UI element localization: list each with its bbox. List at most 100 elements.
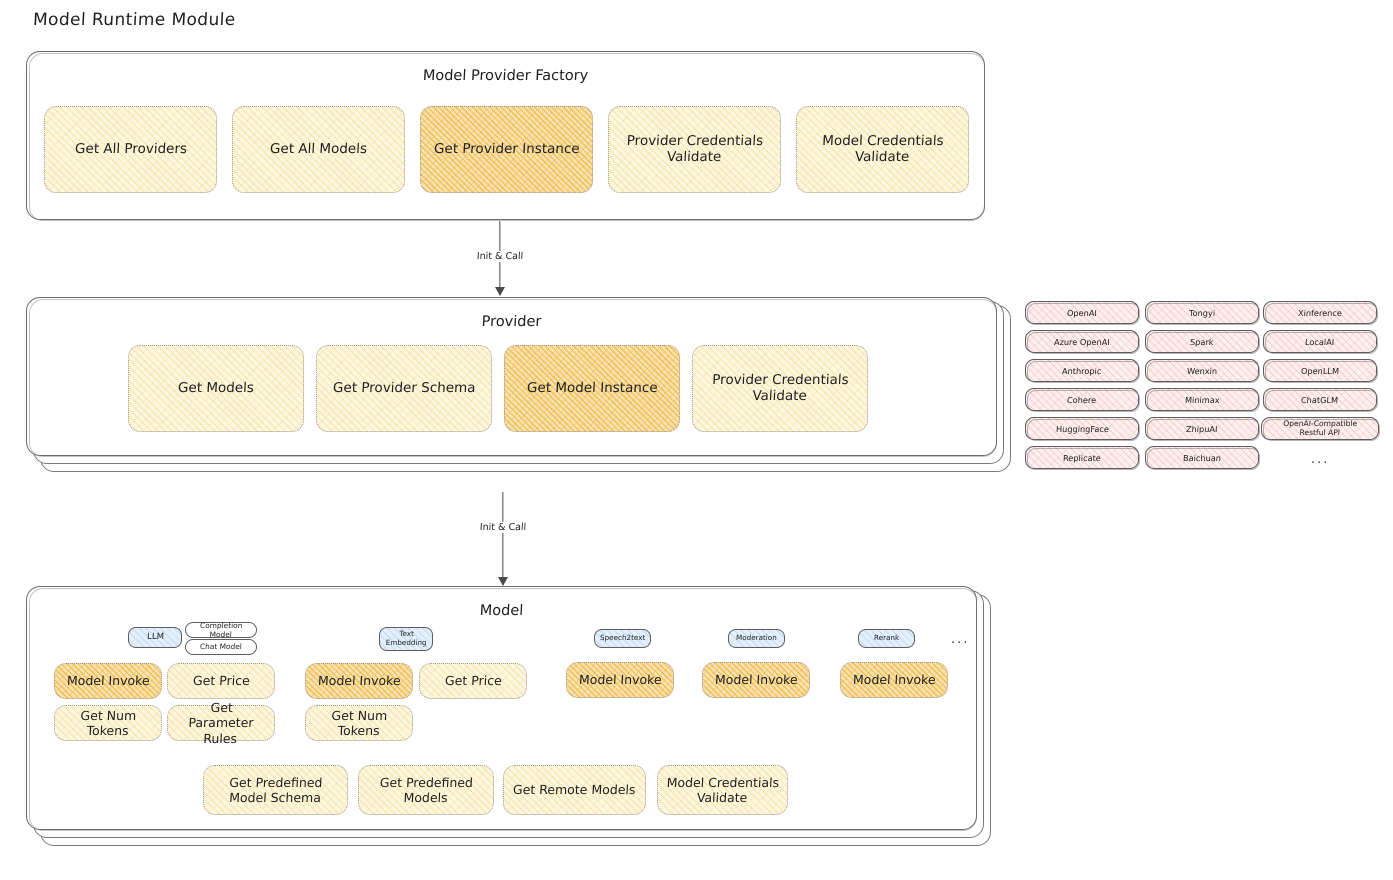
node-text-embedding-get-price[interactable]: Get Price: [419, 663, 527, 699]
provider-chip-label: HuggingFace: [1055, 423, 1109, 434]
node-label: Get Num Tokens: [80, 707, 137, 738]
provider-chip-label: OpenLLM: [1300, 365, 1340, 376]
node-label: Get Provider Schema: [332, 380, 476, 397]
model-type-tag-llm[interactable]: LLM: [128, 627, 182, 648]
provider-chip-wenxin[interactable]: Wenxin: [1145, 359, 1260, 383]
arrow-head-icon: [498, 577, 508, 586]
node-label: Model Invoke: [317, 673, 401, 689]
provider-chip-openai-compatible-restful-api[interactable]: OpenAI-Compatible Restful API: [1261, 417, 1380, 441]
provider-chip-openllm[interactable]: OpenLLM: [1263, 359, 1378, 383]
provider-chip-cohere[interactable]: Cohere: [1025, 388, 1140, 412]
subtag-label: Completion Model: [199, 620, 243, 639]
provider-chip-huggingface[interactable]: HuggingFace: [1025, 417, 1140, 441]
node-moderation-model-invoke[interactable]: Model Invoke: [702, 662, 810, 698]
node-label: Get Predefined Model Schema: [228, 774, 323, 805]
node-get-predefined-model-schema[interactable]: Get Predefined Model Schema: [203, 765, 348, 815]
model-subtag-chat-model[interactable]: Chat Model: [185, 639, 257, 655]
tag-label: Text Embedding: [385, 629, 427, 647]
provider-chip-label: Cohere: [1067, 394, 1097, 405]
provider-chip-tongyi[interactable]: Tongyi: [1145, 301, 1260, 325]
connector-factory-to-provider: Init & Call: [460, 221, 540, 296]
provider-chip-label: LocalAI: [1305, 336, 1335, 347]
node-speech2text-model-invoke[interactable]: Model Invoke: [566, 662, 674, 698]
provider-chip-label: Wenxin: [1186, 365, 1218, 376]
provider-chip-xinference[interactable]: Xinference: [1263, 301, 1378, 325]
provider-chip-anthropic[interactable]: Anthropic: [1025, 359, 1140, 383]
node-label: Get Remote Models: [512, 782, 637, 798]
node-provider-credentials-validate[interactable]: Provider Credentials Validate: [608, 106, 781, 193]
model-type-tag-speech2text[interactable]: Speech2text: [594, 629, 651, 648]
provider-title: Provider: [481, 314, 542, 330]
provider-chip-label: Spark: [1189, 336, 1215, 347]
node-label: Provider Credentials Validate: [626, 133, 764, 166]
node-get-models[interactable]: Get Models: [128, 345, 304, 432]
node-label: Get Num Tokens: [331, 707, 388, 738]
model-type-tag-text-embedding[interactable]: Text Embedding: [379, 627, 433, 651]
node-llm-get-num-tokens[interactable]: Get Num Tokens: [54, 705, 162, 741]
provider-chip-label: Minimax: [1184, 394, 1220, 405]
provider-chip-minimax[interactable]: Minimax: [1145, 388, 1260, 412]
tag-label: Speech2text: [599, 633, 646, 643]
subtag-label: Chat Model: [199, 642, 243, 652]
tag-label: Rerank: [873, 633, 900, 643]
node-get-remote-models[interactable]: Get Remote Models: [503, 765, 646, 815]
node-label: Get All Providers: [74, 141, 187, 158]
node-get-provider-schema[interactable]: Get Provider Schema: [316, 345, 492, 432]
node-get-provider-instance[interactable]: Get Provider Instance: [420, 106, 593, 193]
provider-chip-label: ZhipuAI: [1185, 423, 1218, 434]
node-label: Model Invoke: [578, 672, 662, 688]
model-type-tag-moderation[interactable]: Moderation: [728, 629, 785, 648]
provider-chip-openai[interactable]: OpenAI: [1025, 301, 1140, 325]
node-llm-get-parameter-rules[interactable]: Get Parameter Rules: [167, 700, 275, 746]
model-subtag-completion-model[interactable]: Completion Model: [185, 620, 257, 639]
provider-chip-zhipuai[interactable]: ZhipuAI: [1145, 417, 1260, 441]
node-llm-get-price[interactable]: Get Price: [167, 663, 275, 699]
provider-chip-baichuan[interactable]: Baichuan: [1145, 446, 1260, 470]
model-frame: Model: [26, 586, 977, 831]
node-label: Get Model Instance: [526, 380, 658, 397]
node-label: Get Price: [192, 673, 250, 689]
node-label: Get Provider Instance: [433, 141, 580, 158]
node-label: Get All Models: [269, 141, 368, 158]
node-label: Provider Credentials Validate: [711, 372, 850, 405]
provider-chip-localai[interactable]: LocalAI: [1263, 330, 1378, 354]
connector-label: Init & Call: [471, 251, 529, 262]
provider-chip-replicate[interactable]: Replicate: [1025, 446, 1140, 470]
tag-label: LLM: [146, 632, 164, 643]
arrow-head-icon: [495, 287, 505, 296]
node-get-all-providers[interactable]: Get All Providers: [44, 106, 217, 193]
provider-chip-spark[interactable]: Spark: [1145, 330, 1260, 354]
node-llm-model-invoke[interactable]: Model Invoke: [54, 663, 162, 699]
tag-label: Moderation: [735, 633, 778, 643]
node-model-credentials-validate[interactable]: Model Credentials Validate: [796, 106, 969, 193]
node-label: Model Credentials Validate: [821, 133, 945, 166]
provider-chip-label: Tongyi: [1188, 307, 1216, 318]
model-type-tag-rerank[interactable]: Rerank: [858, 629, 915, 648]
provider-chip-chatglm[interactable]: ChatGLM: [1263, 388, 1378, 412]
node-rerank-model-invoke[interactable]: Model Invoke: [840, 662, 948, 698]
provider-chip-label: Anthropic: [1062, 365, 1102, 376]
connector-provider-to-model: Init & Call: [463, 492, 543, 586]
provider-chip-label: OpenAI-Compatible Restful API: [1283, 419, 1358, 438]
node-get-predefined-models[interactable]: Get Predefined Models: [358, 765, 494, 815]
provider-list-more: ...: [1311, 452, 1330, 467]
connector-label: Init & Call: [474, 522, 532, 533]
node-text-embedding-model-invoke[interactable]: Model Invoke: [305, 663, 413, 699]
node-label: Model Invoke: [852, 672, 936, 688]
provider-chip-label: ChatGLM: [1301, 394, 1339, 405]
node-get-model-instance[interactable]: Get Model Instance: [504, 345, 680, 432]
provider-chip-label: OpenAI: [1066, 307, 1098, 318]
node-get-all-models[interactable]: Get All Models: [232, 106, 405, 193]
model-title: Model: [479, 603, 524, 619]
node-text-embedding-get-num-tokens[interactable]: Get Num Tokens: [305, 705, 413, 741]
node-label: Model Credentials Validate: [666, 774, 780, 805]
node-model-credentials-validate-2[interactable]: Model Credentials Validate: [657, 765, 788, 815]
provider-chip-label: Xinference: [1297, 307, 1343, 318]
provider-chip-azure-openai[interactable]: Azure OpenAI: [1025, 330, 1140, 354]
node-label: Get Price: [444, 673, 502, 689]
model-groups-more: ...: [951, 632, 970, 647]
node-label: Get Predefined Models: [379, 774, 474, 805]
node-provider-credentials-validate-2[interactable]: Provider Credentials Validate: [692, 345, 868, 432]
provider-chip-label: Azure OpenAI: [1053, 336, 1111, 347]
